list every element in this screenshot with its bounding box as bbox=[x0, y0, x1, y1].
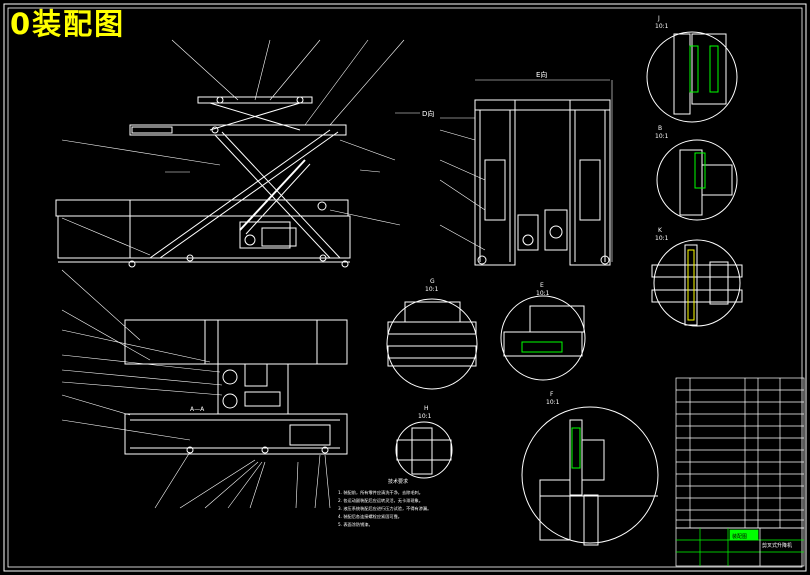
detail-label-j: J bbox=[657, 15, 660, 22]
side-view bbox=[395, 79, 613, 266]
detail-label-b: B bbox=[658, 125, 662, 132]
view-label-a: A—A bbox=[190, 406, 205, 413]
note-line-3: 3. 液压系统装配后应进行压力试验，不得有渗漏。 bbox=[338, 505, 431, 512]
detail-circle-g bbox=[386, 298, 478, 390]
drawing-title: 0装配图 bbox=[10, 7, 126, 41]
drawing-inner-frame bbox=[7, 7, 803, 568]
detail-scale-k: 10:1 bbox=[655, 235, 669, 242]
detail-label-k: K bbox=[658, 227, 663, 234]
title-block bbox=[675, 527, 805, 567]
detail-label-h: H bbox=[424, 405, 429, 412]
detail-scale-j: 10:1 bbox=[655, 23, 669, 30]
direction-label: D向 bbox=[422, 109, 434, 118]
title-block-name: 剪叉式升降机 bbox=[762, 542, 792, 549]
notes-heading: 技术要求 bbox=[388, 478, 408, 485]
detail-scale-b: 10:1 bbox=[655, 133, 669, 140]
drawing-frame bbox=[3, 3, 807, 572]
detail-scale-h: 10:1 bbox=[418, 413, 432, 420]
front-view bbox=[55, 39, 405, 268]
detail-circle-k bbox=[651, 239, 743, 327]
base-frame bbox=[55, 199, 349, 217]
detail-label-g: G bbox=[430, 278, 435, 285]
note-line-1: 1. 装配前，所有零件应清洗干净，去除毛刺。 bbox=[338, 489, 423, 496]
view-label-e: E向 bbox=[536, 70, 547, 79]
detail-circle-h bbox=[395, 421, 453, 479]
detail-circle-j bbox=[646, 31, 738, 123]
detail-circle-e bbox=[500, 295, 586, 381]
detail-circle-b bbox=[656, 139, 738, 221]
title-block-stamp: 装配图 bbox=[732, 533, 747, 540]
note-line-2: 2. 各运动副装配后应运转灵活，无卡滞现象。 bbox=[338, 497, 423, 504]
detail-scale-g: 10:1 bbox=[425, 286, 439, 293]
detail-scale-e: 10:1 bbox=[536, 290, 550, 297]
upper-platform bbox=[197, 96, 313, 104]
top-view bbox=[61, 269, 348, 509]
detail-label-f: F bbox=[550, 391, 554, 398]
note-line-4: 4. 装配后各连接螺栓应紧固可靠。 bbox=[338, 513, 402, 520]
note-line-5: 5. 表面涂防锈漆。 bbox=[338, 521, 373, 528]
detail-label-e: E bbox=[540, 282, 544, 289]
detail-scale-f: 10:1 bbox=[546, 399, 560, 406]
parts-list bbox=[675, 377, 805, 529]
detail-circle-f bbox=[521, 406, 659, 546]
